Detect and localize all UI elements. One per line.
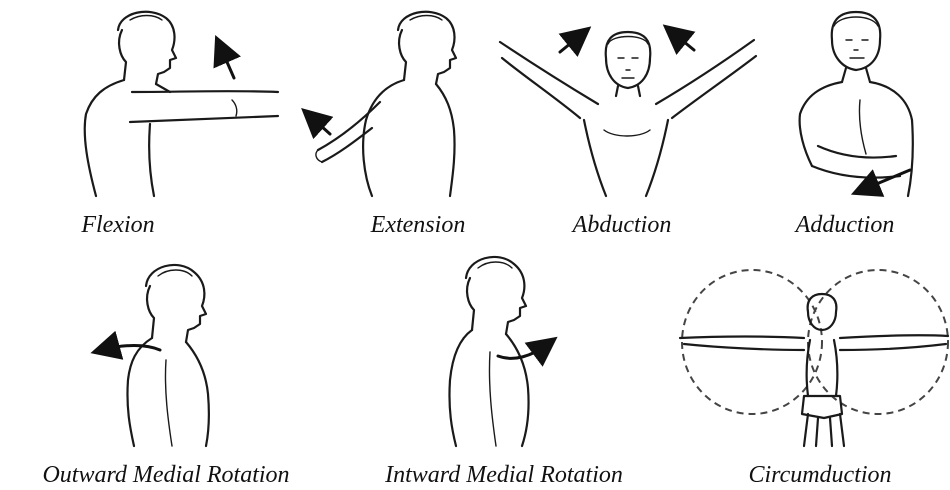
caption-inward-rotation: Intward Medial Rotation	[384, 462, 623, 488]
abduction-figure	[500, 32, 756, 196]
circumduction-right-orbit	[808, 270, 948, 414]
caption-abduction: Abduction	[571, 212, 672, 238]
caption-outward-rotation: Outward Medial Rotation	[42, 462, 289, 488]
adduction-arrow	[862, 170, 910, 190]
extension-arrow	[310, 116, 330, 134]
outward-rotation-arrow	[102, 346, 160, 351]
caption-extension: Extension	[370, 212, 466, 238]
inward-rotation-figure	[449, 257, 528, 446]
adduction-figure	[800, 12, 913, 196]
caption-circumduction: Circumduction	[748, 462, 891, 488]
circumduction-figure	[680, 270, 948, 446]
flexion-arrow	[220, 46, 234, 78]
circumduction-left-orbit	[682, 270, 822, 414]
abduction-left-arrow	[560, 34, 582, 52]
extension-figure	[316, 12, 456, 196]
abduction-right-arrow	[672, 32, 694, 50]
outward-rotation-figure	[127, 265, 208, 446]
caption-adduction: Adduction	[794, 212, 895, 238]
flexion-figure	[85, 12, 278, 196]
inward-rotation-arrow	[498, 344, 548, 358]
caption-flexion: Flexion	[80, 212, 154, 238]
